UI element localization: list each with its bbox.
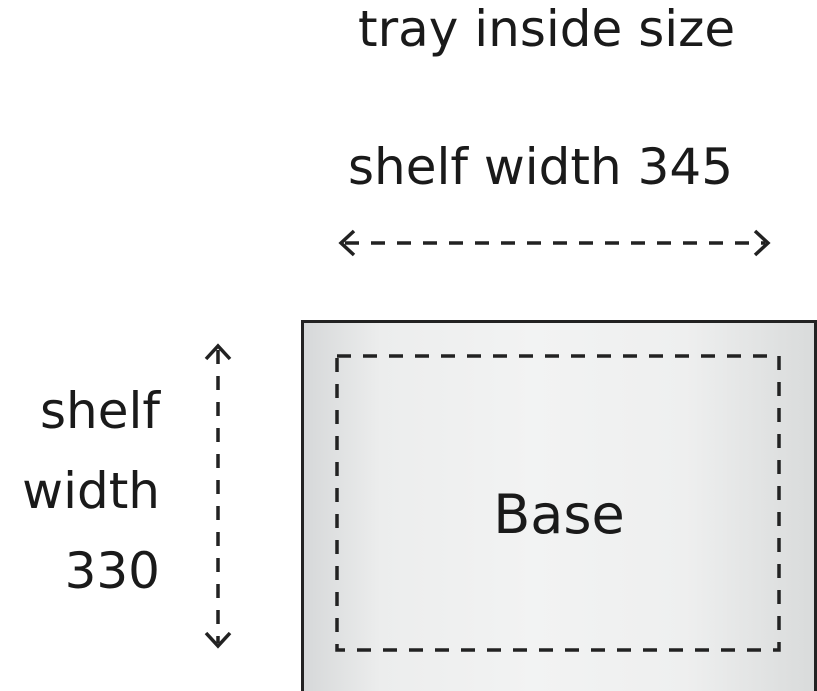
depth-label-line-1: shelf	[40, 382, 160, 440]
horizontal-dimension-arrow	[338, 229, 771, 257]
vertical-dimension-arrow	[204, 343, 232, 649]
depth-label-line-2: width	[22, 462, 160, 520]
diagram-title: tray inside size	[358, 0, 736, 58]
depth-label-line-3: 330	[64, 542, 160, 600]
base-label: Base	[493, 483, 625, 546]
inner-dashed-outline	[335, 354, 781, 652]
width-label: shelf width 345	[348, 138, 734, 196]
tray-outline: Base	[301, 320, 817, 691]
